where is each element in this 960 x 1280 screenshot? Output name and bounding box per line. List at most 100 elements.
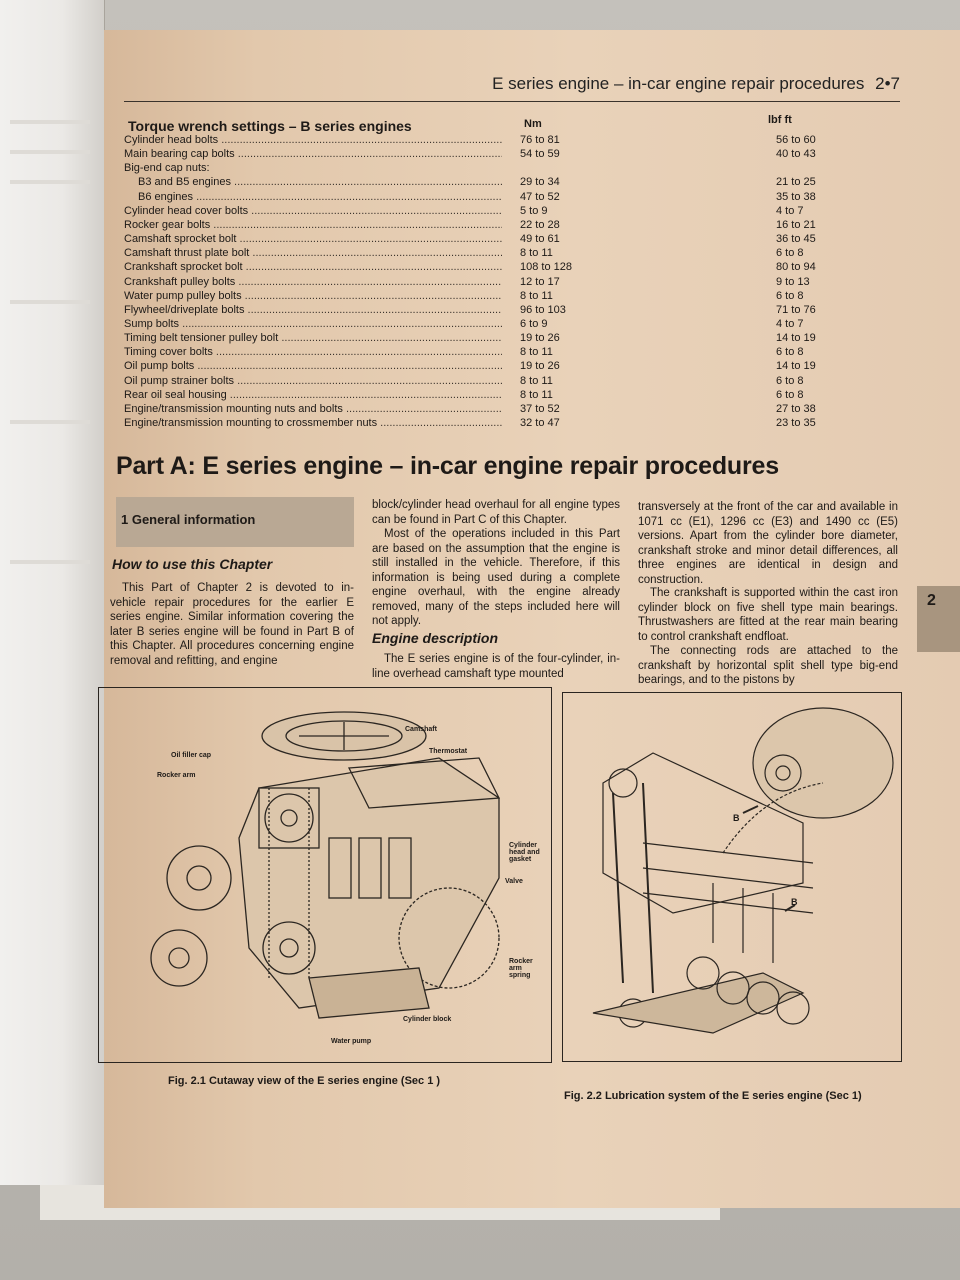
torque-row-label: Timing cover bolts bbox=[124, 345, 502, 359]
torque-row-label: B3 and B5 engines bbox=[138, 175, 502, 189]
label-valve: Valve bbox=[505, 878, 523, 885]
label-cylinder-block: Cylinder block bbox=[403, 1016, 452, 1023]
torque-row-lbf: 4 to 7 bbox=[776, 204, 804, 217]
table-row: Sump bolts6 to 94 to 7 bbox=[124, 317, 944, 331]
torque-row-nm: 8 to 11 bbox=[520, 247, 553, 260]
label-thermostat: Thermostat bbox=[429, 748, 468, 755]
torque-row-lbf: 6 to 8 bbox=[776, 374, 804, 387]
section-box: 1 General information bbox=[116, 497, 354, 547]
label-water-pump: Water pump bbox=[331, 1038, 372, 1045]
torque-row-label: Big-end cap nuts: bbox=[124, 162, 210, 175]
chapter-tab: 2 bbox=[917, 586, 960, 652]
table-row: Oil pump bolts 19 to 26 14 to 19 bbox=[124, 359, 944, 373]
table-row: Cylinder head bolts 76 to 81 56 to 60 bbox=[124, 133, 944, 147]
torque-row-lbf: 80 to 94 bbox=[776, 261, 816, 274]
torque-row-nm: 19 to 26 bbox=[520, 360, 560, 373]
table-row: Water pump pulley bolts8 to 116 to 8 bbox=[124, 289, 944, 303]
torque-row-lbf: 56 to 60 bbox=[776, 134, 816, 146]
torque-row-nm: 8 to 11 bbox=[520, 346, 553, 359]
torque-row-label: Water pump pulley bolts bbox=[124, 289, 502, 303]
figure-2-1-caption: Fig. 2.1 Cutaway view of the E series en… bbox=[168, 1075, 441, 1087]
figure-2-2: B B bbox=[562, 692, 902, 1062]
running-head: E series engine – in-car engine repair p… bbox=[492, 74, 900, 94]
how-to-heading: How to use this Chapter bbox=[112, 556, 273, 572]
torque-row-label: Oil pump strainer bolts bbox=[124, 374, 502, 388]
table-row: B3 and B5 engines 29 to 34 21 to 25 bbox=[124, 175, 944, 189]
torque-row-nm: 8 to 11 bbox=[520, 374, 553, 387]
torque-table-title: Torque wrench settings – B series engine… bbox=[128, 118, 412, 134]
torque-row-nm: 76 to 81 bbox=[520, 134, 560, 146]
torque-row-label: Camshaft thrust plate bolt bbox=[124, 246, 502, 260]
torque-row-lbf: 21 to 25 bbox=[776, 176, 816, 189]
lubrication-system-drawing bbox=[592, 707, 894, 1034]
table-row: Oil pump strainer bolts 8 to 11 6 to 8 bbox=[124, 374, 944, 388]
torque-row-nm: 6 to 9 bbox=[520, 317, 548, 330]
torque-row-nm: 32 to 47 bbox=[520, 417, 560, 429]
torque-row-label: Oil pump bolts bbox=[124, 359, 502, 373]
engine-description-heading: Engine description bbox=[372, 630, 499, 646]
col2-paragraph-1: block/cylinder head overhaul for all eng… bbox=[372, 499, 620, 526]
torque-row-nm: 19 to 26 bbox=[520, 332, 560, 345]
column-header-lbf: lbf ft bbox=[768, 114, 792, 126]
torque-row-lbf: 14 to 19 bbox=[776, 360, 816, 373]
torque-row-nm: 5 to 9 bbox=[520, 204, 548, 217]
label-cylinder-head-gasket: Cylinder head and gasket bbox=[509, 842, 540, 863]
table-row: Crankshaft pulley bolts 12 to 17 9 to 13 bbox=[124, 275, 944, 289]
torque-row-lbf: 4 to 7 bbox=[776, 317, 804, 330]
table-row: Rear oil seal housing8 to 116 to 8 bbox=[124, 388, 944, 402]
torque-row-label: Rocker gear bolts bbox=[124, 218, 502, 232]
torque-row-label: B6 engines bbox=[138, 190, 502, 204]
torque-row-lbf: 6 to 8 bbox=[776, 388, 804, 401]
torque-row-lbf: 71 to 76 bbox=[776, 303, 816, 316]
torque-row-label: Flywheel/driveplate bolts bbox=[124, 303, 502, 317]
table-row: Cylinder head cover bolts5 to 94 to 7 bbox=[124, 204, 944, 218]
torque-row-lbf: 27 to 38 bbox=[776, 402, 816, 415]
torque-row-nm: 108 to 128 bbox=[520, 261, 572, 274]
torque-row-nm: 22 to 28 bbox=[520, 218, 560, 231]
torque-row-nm: 8 to 11 bbox=[520, 289, 553, 302]
torque-row-nm: 8 to 11 bbox=[520, 388, 553, 401]
torque-row-label: Cylinder head bolts bbox=[124, 133, 502, 147]
torque-row-nm: 54 to 59 bbox=[520, 148, 560, 161]
table-row: Timing cover bolts 8 to 11 6 to 8 bbox=[124, 345, 944, 359]
label-b-lower: B bbox=[791, 897, 798, 907]
chapter-tab-number: 2 bbox=[927, 592, 936, 609]
torque-row-label: Crankshaft pulley bolts bbox=[124, 275, 502, 289]
how-to-text: This Part of Chapter 2 is devoted to in-… bbox=[110, 582, 354, 667]
label-oil-filler-cap: Oil filler cap bbox=[171, 752, 212, 759]
torque-row-lbf: 40 to 43 bbox=[776, 148, 816, 161]
running-head-title: E series engine – in-car engine repair p… bbox=[492, 74, 865, 93]
col2-paragraph-3: The E series engine is of the four-cylin… bbox=[372, 653, 620, 680]
torque-row-nm: 29 to 34 bbox=[520, 176, 560, 189]
torque-row-label: Camshaft sprocket bolt bbox=[124, 232, 502, 246]
torque-row-label: Engine/transmission mounting nuts and bo… bbox=[124, 402, 502, 416]
page-number: 2•7 bbox=[875, 74, 900, 93]
label-camshaft: Camshaft bbox=[405, 726, 437, 733]
col3-paragraph-1: transversely at the front of the car and… bbox=[638, 501, 898, 586]
torque-row-lbf: 9 to 13 bbox=[776, 275, 810, 288]
table-row: Camshaft thrust plate bolt 8 to 11 6 to 8 bbox=[124, 246, 944, 260]
column-header-nm: Nm bbox=[524, 118, 542, 130]
table-row: Big-end cap nuts: bbox=[124, 161, 944, 175]
col3-paragraph-2: The crankshaft is supported within the c… bbox=[638, 587, 898, 643]
header-rule bbox=[124, 101, 900, 102]
left-page bbox=[0, 0, 105, 1185]
col3-paragraph-3: The connecting rods are attached to the … bbox=[638, 645, 898, 686]
table-row: Engine/transmission mounting to crossmem… bbox=[124, 416, 944, 430]
torque-row-lbf: 23 to 35 bbox=[776, 417, 816, 429]
torque-row-label: Crankshaft sprocket bolt bbox=[124, 260, 502, 274]
col2-paragraph-2: Most of the operations included in this … bbox=[372, 528, 620, 627]
torque-row-lbf: 35 to 38 bbox=[776, 190, 816, 203]
torque-row-lbf: 6 to 8 bbox=[776, 247, 804, 260]
torque-row-lbf: 14 to 19 bbox=[776, 332, 816, 345]
label-rocker-arm-spring: Rocker arm spring bbox=[509, 958, 533, 979]
torque-row-lbf: 6 to 8 bbox=[776, 346, 804, 359]
torque-row-nm: 12 to 17 bbox=[520, 275, 560, 288]
torque-row-label: Engine/transmission mounting to crossmem… bbox=[124, 416, 502, 430]
torque-row-nm: 49 to 61 bbox=[520, 233, 560, 246]
